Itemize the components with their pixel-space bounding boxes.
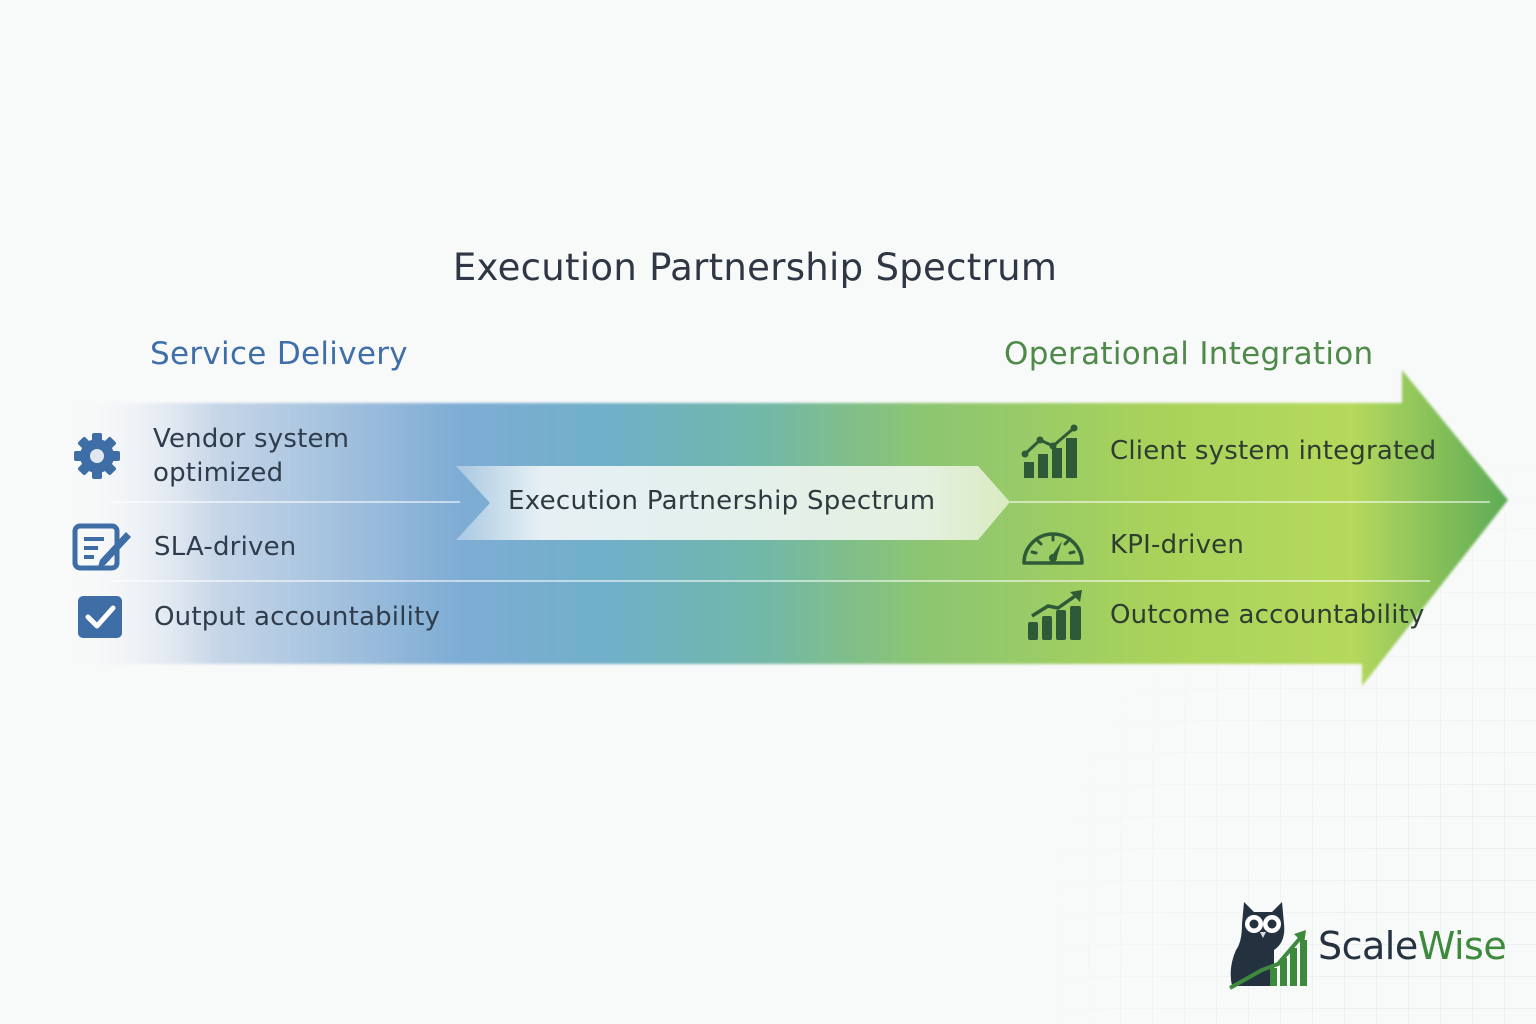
scalewise-logo: ScaleWise — [1222, 898, 1507, 994]
service-delivery-heading: Service Delivery — [150, 336, 408, 372]
owl-logo-icon — [1222, 898, 1310, 994]
left-item-vendor-system: Vendor system optimized — [70, 422, 349, 490]
right-item-client-system: Client system integrated — [1020, 422, 1436, 480]
bar-chart-arrow-icon — [1024, 588, 1086, 642]
logo-text-scale: Scale — [1318, 924, 1418, 968]
item-label: Outcome accountability — [1110, 600, 1425, 630]
logo-wordmark: ScaleWise — [1318, 924, 1507, 968]
row-divider — [110, 501, 460, 503]
right-item-kpi-driven: KPI-driven — [1020, 522, 1244, 568]
logo-text-wise: Wise — [1417, 924, 1507, 968]
edit-checklist-icon — [72, 522, 132, 572]
left-item-sla-driven: SLA-driven — [72, 522, 296, 572]
gear-icon — [70, 433, 126, 479]
item-label: SLA-driven — [154, 532, 297, 562]
row-divider — [1010, 501, 1490, 503]
item-label: Vendor system — [153, 424, 350, 454]
item-label: Client system integrated — [1110, 436, 1437, 466]
checkbox-icon — [76, 594, 126, 640]
operational-integration-heading: Operational Integration — [1004, 336, 1374, 372]
item-label: Output accountability — [154, 602, 441, 632]
left-item-output-accountability: Output accountability — [76, 594, 440, 640]
item-label: optimized — [153, 458, 284, 488]
row-divider — [110, 580, 1430, 582]
item-label: KPI-driven — [1110, 530, 1245, 560]
growth-chart-icon — [1020, 422, 1082, 480]
speedometer-icon — [1020, 522, 1086, 568]
spectrum-center-label: Execution Partnership Spectrum — [508, 486, 936, 516]
page-title: Execution Partnership Spectrum — [452, 246, 1058, 289]
right-item-outcome-accountability: Outcome accountability — [1024, 588, 1425, 642]
